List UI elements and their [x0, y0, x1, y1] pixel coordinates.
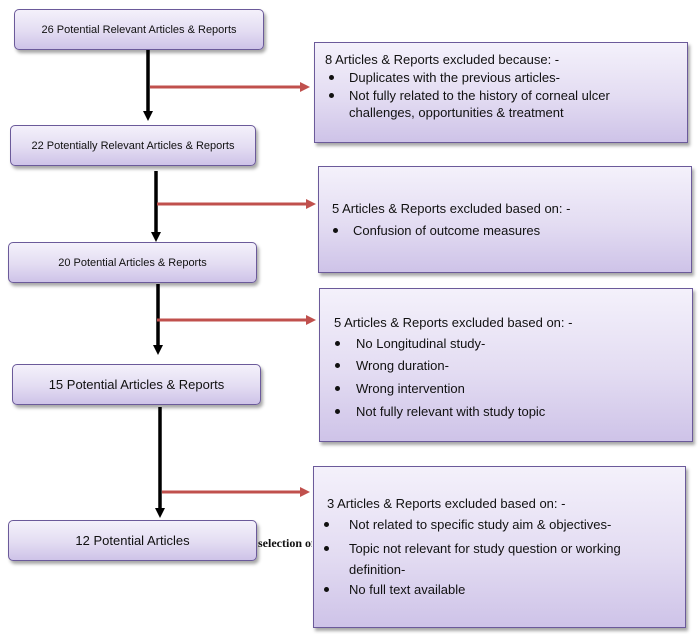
exclusion-heading-2: 5 Articles & Reports excluded based on: …	[332, 201, 571, 216]
list-item: Wrong intervention	[335, 380, 675, 397]
bullet-icon	[329, 93, 334, 98]
list-item: No Longitudinal study-	[335, 335, 675, 352]
list-item: Duplicates with the previous articles-	[329, 69, 669, 86]
step-label-2: 22 Potentially Relevant Articles & Repor…	[31, 139, 235, 152]
step-box-2: 22 Potentially Relevant Articles & Repor…	[10, 125, 256, 166]
step-box-4: 15 Potential Articles & Reports	[12, 364, 261, 405]
bullet-icon	[335, 386, 340, 391]
step-box-3: 20 Potential Articles & Reports	[8, 242, 257, 283]
list-item: Wrong duration-	[335, 357, 675, 374]
bullet-icon	[333, 228, 338, 233]
step-label-4: 15 Potential Articles & Reports	[48, 377, 225, 392]
list-item: Not related to specific study aim & obje…	[324, 516, 674, 533]
exclusion-heading-3: 5 Articles & Reports excluded based on: …	[334, 315, 573, 330]
bullet-icon	[335, 341, 340, 346]
bullet-icon	[324, 587, 329, 592]
step-box-1: 26 Potential Relevant Articles & Reports	[14, 9, 264, 50]
step-label-5: 12 Potential Articles	[75, 533, 190, 548]
list-item: No full text available	[324, 581, 674, 598]
list-item: Not fully related to the history of corn…	[329, 87, 629, 121]
exclusion-box-3: 5 Articles & Reports excluded based on: …	[319, 288, 693, 442]
list-item: Confusion of outcome measures	[333, 222, 673, 239]
bullet-icon	[324, 522, 329, 527]
bullet-icon	[335, 363, 340, 368]
exclusion-box-1: 8 Articles & Reports excluded because: -…	[314, 42, 688, 143]
step-label-1: 26 Potential Relevant Articles & Reports	[41, 23, 237, 36]
bullet-icon	[335, 409, 340, 414]
step-box-5: 12 Potential Articles	[8, 520, 257, 561]
exclusion-heading-1: 8 Articles & Reports excluded because: -	[325, 52, 560, 67]
step-label-3: 20 Potential Articles & Reports	[58, 256, 207, 269]
exclusion-box-4: 3 Articles & Reports excluded based on: …	[313, 466, 686, 628]
list-item: Not fully relevant with study topic	[335, 403, 675, 420]
caption-text: selection of	[258, 536, 312, 550]
exclusion-box-2: 5 Articles & Reports excluded based on: …	[318, 166, 692, 273]
list-item: Topic not relevant for study question or…	[324, 538, 669, 580]
bullet-icon	[324, 546, 329, 551]
bullet-icon	[329, 75, 334, 80]
exclusion-heading-4: 3 Articles & Reports excluded based on: …	[327, 496, 566, 511]
